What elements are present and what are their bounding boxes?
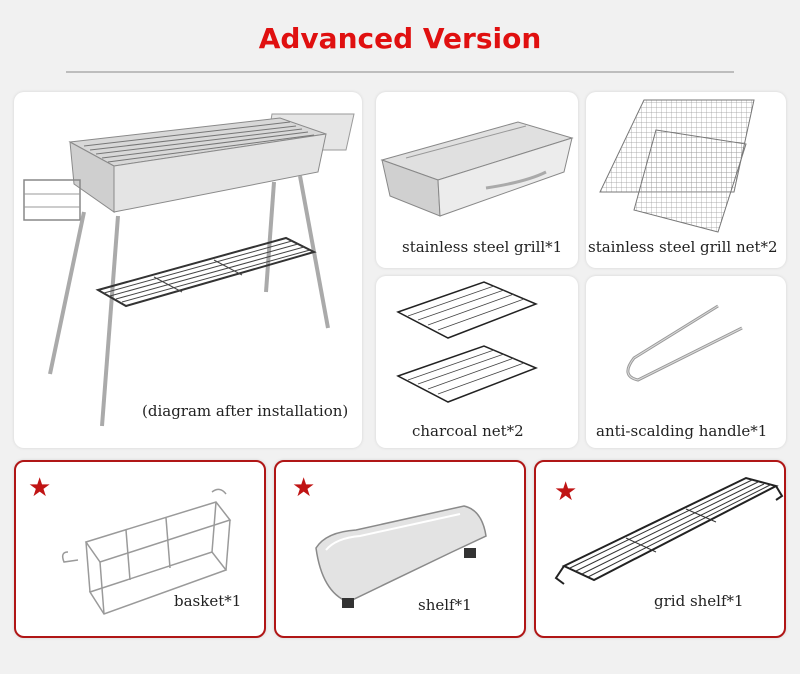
shelf-card: ★ shelf*1 [274,460,526,638]
basket-card: ★ basket*1 [14,460,266,638]
handle-card: anti-scalding handle*1 [586,276,786,448]
grill-net-illustration [599,99,755,233]
star-icon: ★ [28,472,52,502]
title-divider [66,71,734,73]
star-icon: ★ [292,472,316,502]
grill-illustration [380,121,574,217]
star-icon: ★ [554,476,578,506]
grid-shelf-caption: grid shelf*1 [654,592,744,610]
assembled-grill-illustration [23,113,355,427]
handle-caption: anti-scalding handle*1 [596,422,768,440]
main-product-card: (diagram after installation) [14,92,362,448]
shelf-illustration [315,505,487,608]
grill-net-caption: stainless steel grill net*2 [588,238,778,256]
main-product-caption: (diagram after installation) [142,402,349,420]
grill-net-card: stainless steel grill net*2 [586,92,786,268]
basket-illustration [61,488,232,615]
grid-shelf-illustration [554,476,784,585]
grill-card: stainless steel grill*1 [376,92,578,268]
charcoal-net-caption: charcoal net*2 [412,422,524,440]
charcoal-net-card: charcoal net*2 [376,276,578,448]
shelf-caption: shelf*1 [418,596,472,614]
page-title: Advanced Version [258,22,542,55]
grid-shelf-card: ★ grid shelf*1 [534,460,786,638]
handle-illustration [626,304,743,382]
basket-caption: basket*1 [174,592,242,610]
charcoal-net-illustration [396,281,538,403]
grill-caption: stainless steel grill*1 [402,238,563,256]
